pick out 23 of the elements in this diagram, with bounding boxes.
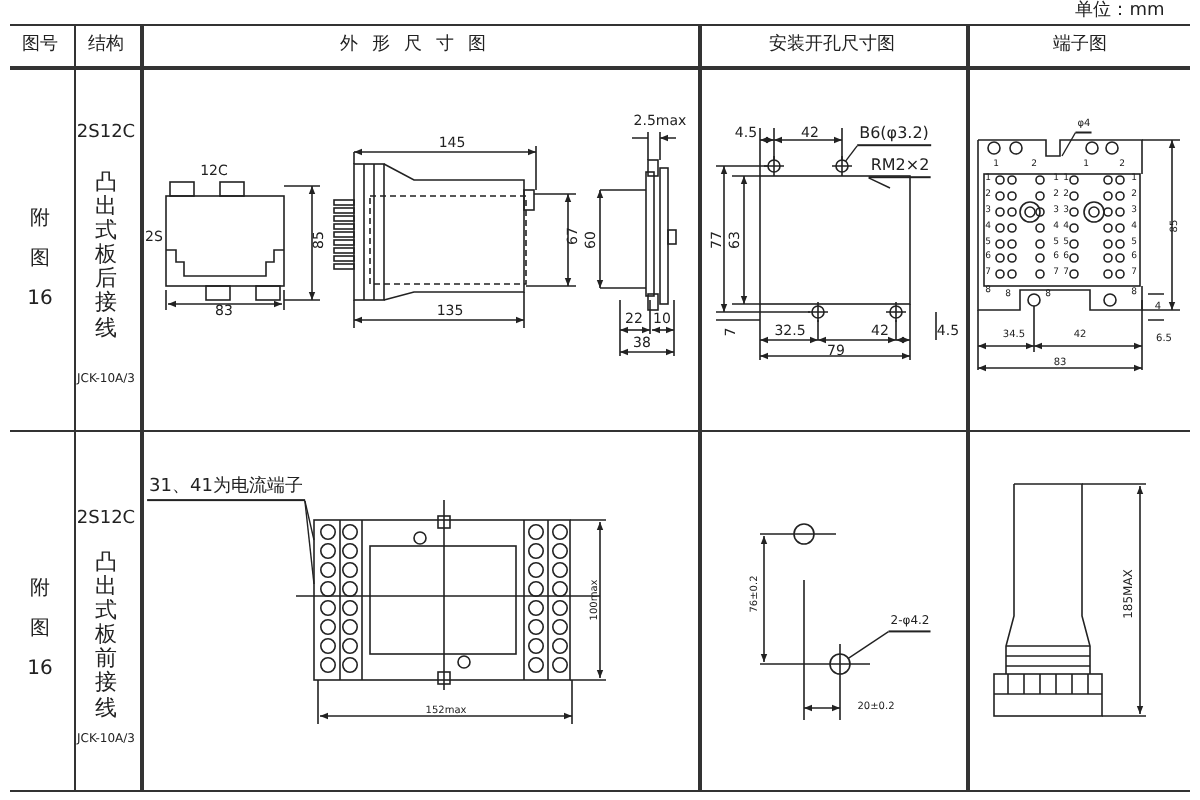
- model-label: 2S12C: [76, 511, 136, 529]
- mounting-hole: [835, 159, 849, 173]
- unit-label: 单位：mm: [1075, 3, 1165, 21]
- mounting-hole: [829, 653, 851, 675]
- structure-label: 凸出式板后接线: [95, 171, 117, 341]
- column-header: 外形尺寸图: [340, 37, 500, 55]
- callout-label: 31、41为电流端子: [147, 479, 305, 501]
- leader-line: [844, 145, 858, 162]
- leader-line: [847, 630, 890, 660]
- leader-line: [1061, 131, 1077, 157]
- leader-line: [867, 177, 891, 189]
- column-header: 端子图: [1053, 37, 1107, 55]
- leader-line: [304, 500, 315, 585]
- figure-number: 附图16: [27, 206, 53, 314]
- leader-line: [304, 500, 315, 541]
- callout-label: RM2×2: [868, 158, 932, 178]
- structure-label: 凸出式板前接线: [95, 551, 117, 721]
- column-header: 安装开孔尺寸图: [769, 37, 895, 55]
- figure-number: 附图16: [27, 576, 53, 684]
- column-header: 结构: [88, 37, 124, 55]
- callout-label: B6(φ3.2): [857, 126, 931, 146]
- column-header: 图号: [22, 37, 58, 55]
- model-label: 2S12C: [76, 125, 136, 143]
